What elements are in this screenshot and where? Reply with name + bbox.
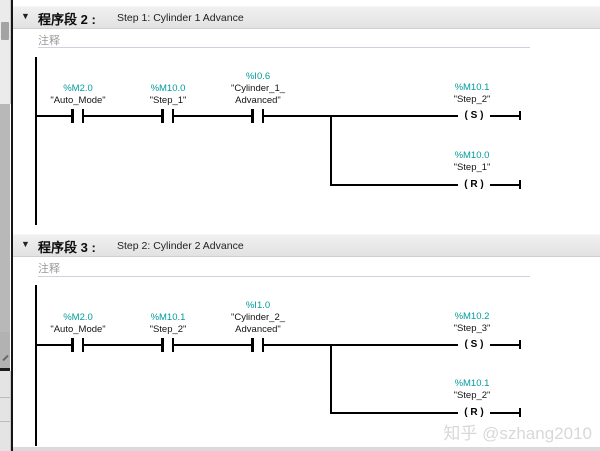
wire-end-tick <box>519 408 521 417</box>
divider <box>0 397 10 398</box>
network-subtitle: Step 1: Cylinder 1 Advance <box>117 12 244 24</box>
operand-tag[interactable]: %M10.1 "Step_2" <box>453 378 491 401</box>
no-contact[interactable] <box>251 338 264 352</box>
branch-rung-wire <box>330 184 521 186</box>
divider <box>0 421 10 422</box>
branch-rung-wire <box>330 412 521 414</box>
operand-tag[interactable]: %M10.1 "Step_2" <box>453 82 491 105</box>
wire-end-tick <box>519 111 521 120</box>
comment-separator <box>38 47 530 48</box>
operand-tag[interactable]: %M10.1 "Step_2" <box>149 312 187 335</box>
network-title: 程序段 3 : <box>38 240 96 255</box>
scrollbar-track-top[interactable] <box>0 0 11 104</box>
power-rail <box>35 57 37 225</box>
power-rail <box>35 285 37 446</box>
no-contact[interactable] <box>251 109 264 123</box>
operand-tag[interactable]: %M10.0 "Step_1" <box>149 83 187 106</box>
scrollbar-track-bottom[interactable] <box>0 371 11 451</box>
network-2-header[interactable]: ▼ 程序段 2 : Step 1: Cylinder 1 Advance <box>13 6 600 29</box>
no-contact[interactable] <box>71 338 84 352</box>
splitter-handle[interactable] <box>0 368 10 371</box>
branch-wire <box>330 344 332 414</box>
network-title: 程序段 2 : <box>38 12 96 27</box>
watermark: 知乎 @szhang2010 <box>443 424 592 443</box>
rung-wire <box>35 115 521 117</box>
operand-tag[interactable]: %I1.0 "Cylinder_2_ Advanced" <box>230 300 286 335</box>
network-subtitle: Step 2: Cylinder 2 Advance <box>117 240 244 252</box>
operand-tag[interactable]: %M10.0 "Step_1" <box>453 150 491 173</box>
network-comment-field[interactable]: 注释 <box>38 263 60 275</box>
operand-tag[interactable]: %M2.0 "Auto_Mode" <box>50 312 106 335</box>
scrollbar-thumb[interactable] <box>1 22 9 40</box>
bottom-edge <box>13 447 600 451</box>
reset-coil[interactable]: ( R ) <box>458 405 490 420</box>
comment-separator <box>38 276 530 277</box>
left-scrollbar-track <box>0 0 11 451</box>
operand-tag[interactable]: %I0.6 "Cylinder_1_ Advanced" <box>230 71 286 106</box>
rung-wire <box>35 344 521 346</box>
operand-tag[interactable]: %M2.0 "Auto_Mode" <box>50 83 106 106</box>
wire-end-tick <box>519 340 521 349</box>
wire-end-tick <box>519 180 521 189</box>
scrollbar-track-low[interactable] <box>0 332 10 368</box>
operand-tag[interactable]: %M10.2 "Step_3" <box>453 311 491 334</box>
set-coil[interactable]: ( S ) <box>458 108 490 123</box>
no-contact[interactable] <box>161 338 174 352</box>
panel-border <box>11 0 13 451</box>
collapse-triangle-icon[interactable]: ▼ <box>21 11 30 21</box>
reset-coil[interactable]: ( R ) <box>458 177 490 192</box>
network-3: ▼ 程序段 3 : Step 2: Cylinder 2 Advance 注释 … <box>13 234 600 451</box>
scrollbar-track-mid[interactable] <box>0 104 10 332</box>
network-2: ▼ 程序段 2 : Step 1: Cylinder 1 Advance 注释 … <box>13 6 600 234</box>
collapse-triangle-icon[interactable]: ▼ <box>21 239 30 249</box>
branch-wire <box>330 115 332 186</box>
network-3-header[interactable]: ▼ 程序段 3 : Step 2: Cylinder 2 Advance <box>13 234 600 257</box>
network-comment-field[interactable]: 注释 <box>38 35 60 47</box>
no-contact[interactable] <box>161 109 174 123</box>
set-coil[interactable]: ( S ) <box>458 337 490 352</box>
no-contact[interactable] <box>71 109 84 123</box>
